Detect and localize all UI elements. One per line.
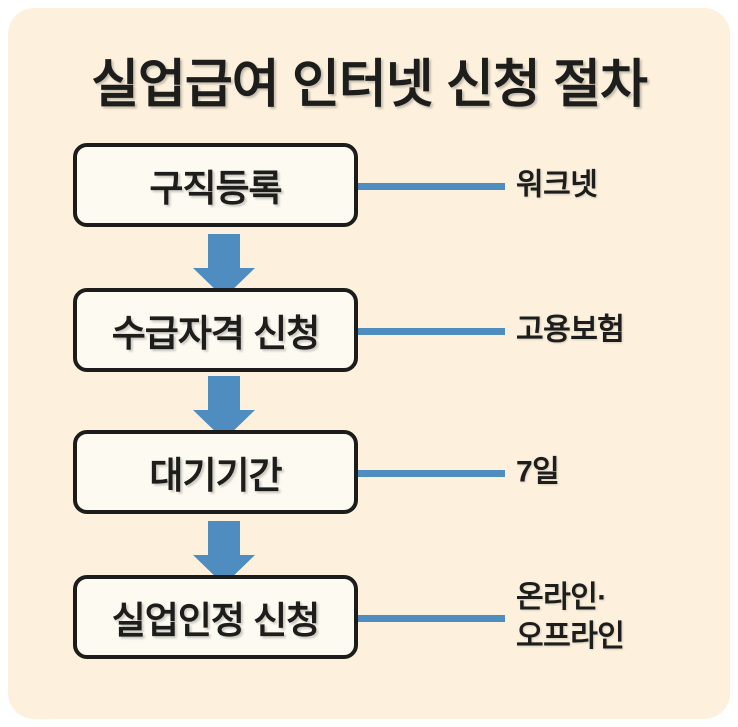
flow-step-box-4[interactable]: 실업인정 신청 — [73, 575, 358, 659]
flow-step-box-1[interactable]: 구직등록 — [73, 143, 358, 227]
flow-step-row: 대기기간 7일 — [8, 430, 730, 514]
page-title: 실업급여 인터넷 신청 절차 — [91, 56, 648, 114]
connector-line-2 — [358, 328, 505, 335]
flow-step-row: 구직등록 워크넷 — [8, 143, 730, 227]
flow-step-box-3[interactable]: 대기기간 — [73, 430, 358, 514]
flow-step-label-1: 구직등록 — [149, 168, 282, 209]
connector-line-3 — [358, 470, 505, 477]
down-arrow-icon — [193, 521, 255, 585]
flow-step-box-2[interactable]: 수급자격 신청 — [73, 288, 358, 372]
connector-line-1 — [358, 183, 505, 190]
connector-line-4 — [358, 615, 505, 622]
down-arrow-icon — [193, 376, 255, 440]
flow-step-label-3: 대기기간 — [149, 455, 282, 496]
side-label-3: 7일 — [516, 455, 560, 489]
side-label-2: 고용보험 — [516, 313, 625, 347]
flow-step-row: 수급자격 신청 고용보험 — [8, 288, 730, 372]
side-label-1: 워크넷 — [516, 168, 598, 202]
infographic-card: 실업급여 인터넷 신청 절차 구직등록 워크넷 수급자격 신청 고용보험 대기기… — [8, 8, 730, 719]
flow-step-row: 실업인정 신청 온라인· 오프라인 — [8, 575, 730, 659]
flow-step-label-2: 수급자격 신청 — [111, 313, 321, 354]
flow-step-label-4: 실업인정 신청 — [111, 600, 321, 641]
side-label-4: 온라인· 오프라인 — [516, 581, 625, 653]
down-arrow-icon — [193, 234, 255, 298]
